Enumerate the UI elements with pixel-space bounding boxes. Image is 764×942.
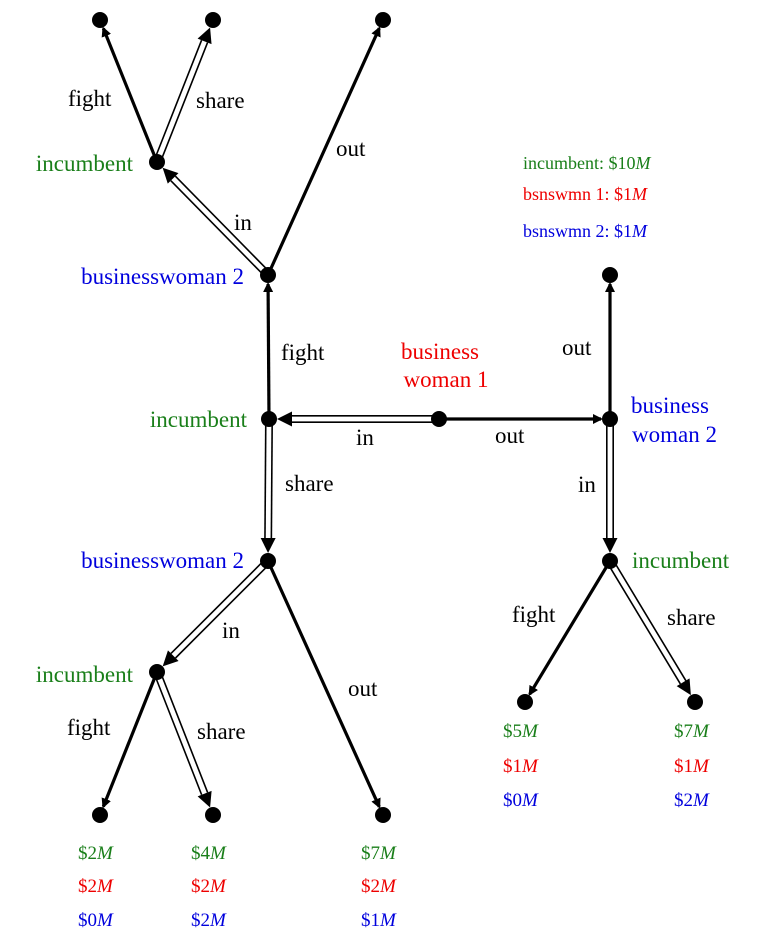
player-label-businesswoman2-top: businesswoman 2 — [81, 264, 244, 289]
payoff-left-share: $4M $2M $2M — [191, 843, 227, 931]
node-r2 — [687, 694, 703, 710]
edge-top-out — [266, 26, 381, 276]
node-t2 — [205, 12, 221, 28]
payoff-businesswoman1: $2M — [78, 876, 114, 897]
node-incBot — [149, 664, 165, 680]
edge-mid-share — [260, 424, 276, 554]
payoff-businesswoman1: $1M — [674, 756, 710, 777]
node-root — [431, 411, 447, 427]
node-t3 — [375, 12, 391, 28]
edge-label-top-fight: fight — [68, 86, 112, 111]
edge-label-mid-fight: fight — [281, 340, 325, 365]
edge-top-share — [155, 27, 212, 158]
edge-label-bottom-share: share — [197, 719, 246, 744]
payoff-businesswoman2: $1M — [361, 910, 397, 931]
payoff-businesswoman2: $0M — [78, 910, 114, 931]
node-incRight — [602, 553, 618, 569]
edge-label-right-out: out — [562, 335, 592, 360]
edge-label-right-in: in — [578, 472, 596, 497]
node-bwMid — [260, 553, 276, 569]
player-label-businesswoman1-line2: woman 1 — [404, 367, 489, 392]
node-rTop — [602, 267, 618, 283]
legend-businesswoman2: bsnswmn 2: $1M — [523, 221, 648, 241]
node-bwTop — [260, 267, 276, 283]
payoff-incumbent: $2M — [78, 843, 114, 864]
edge-bottom-in — [162, 562, 267, 667]
edge-label-right-share: share — [667, 605, 716, 630]
node-t1 — [92, 12, 108, 28]
player-label-businesswoman1-line1: business — [401, 339, 479, 364]
node-incMid — [261, 411, 277, 427]
edge-top-fight — [101, 26, 159, 163]
payoff-right-share: $7M $1M $2M — [674, 721, 710, 811]
payoff-incumbent: $7M — [361, 843, 397, 864]
edge-label-mid-share: share — [285, 471, 334, 496]
payoff-businesswoman1: $1M — [503, 756, 539, 777]
edge-label-bottom-fight: fight — [67, 715, 111, 740]
payoff-left-fight: $2M $2M $0M — [78, 843, 114, 931]
player-label-businesswoman2-mid: businesswoman 2 — [81, 548, 244, 573]
legend-businesswoman1: bsnswmn 1: $1M — [523, 184, 648, 204]
payoff-incumbent: $7M — [674, 721, 710, 742]
edge-bottom-share — [155, 676, 212, 808]
player-label-incumbent-top: incumbent — [36, 151, 134, 176]
payoff-incumbent: $4M — [191, 843, 227, 864]
player-label-incumbent-mid: incumbent — [150, 407, 248, 432]
edge-right-fight — [528, 560, 612, 697]
edge-label-root-in: in — [356, 425, 374, 450]
edge-bottom-fight — [101, 671, 159, 809]
edge-label-bottom-out: out — [348, 676, 378, 701]
payoff-businesswoman2: $0M — [503, 790, 539, 811]
edge-label-top-share: share — [196, 88, 245, 113]
node-r1 — [517, 694, 533, 710]
edge-bottom-out — [266, 560, 381, 809]
payoff-incumbent: $5M — [503, 721, 539, 742]
edge-mid-fight — [263, 281, 274, 420]
payoff-businesswoman1: $2M — [361, 876, 397, 897]
payoff-businesswoman2: $2M — [674, 790, 710, 811]
payoff-right-fight: $5M $1M $0M — [503, 721, 539, 811]
edge-right-in — [602, 425, 618, 553]
tree-edges — [101, 26, 691, 809]
node-bwRight — [602, 411, 618, 427]
edge-root-in — [277, 411, 433, 427]
edge-top-in — [162, 167, 267, 274]
tree-nodes — [92, 12, 703, 823]
edge-right-share — [609, 564, 691, 696]
payoff-businesswoman1: $2M — [191, 876, 227, 897]
payoff-left-out: $7M $2M $1M — [361, 843, 397, 931]
node-b2 — [205, 807, 221, 823]
node-b3 — [375, 807, 391, 823]
payoff-businesswoman2: $2M — [191, 910, 227, 931]
edge-label-bottom-in: in — [222, 618, 240, 643]
edge-label-top-in: in — [234, 210, 252, 235]
player-label-businesswoman2-right-line1: business — [631, 393, 709, 418]
player-label-incumbent-bottom: incumbent — [36, 662, 134, 687]
legend-incumbent: incumbent: $10M — [523, 153, 651, 173]
edge-label-top-out: out — [336, 136, 366, 161]
node-b1 — [92, 807, 108, 823]
edge-label-root-out: out — [495, 423, 525, 448]
holdings-legend: incumbent: $10M bsnswmn 1: $1M bsnswmn 2… — [523, 153, 651, 241]
edge-label-right-fight: fight — [512, 602, 556, 627]
player-label-incumbent-right: incumbent — [632, 548, 730, 573]
player-label-businesswoman2-right-line2: woman 2 — [632, 422, 717, 447]
node-incTop — [149, 154, 165, 170]
